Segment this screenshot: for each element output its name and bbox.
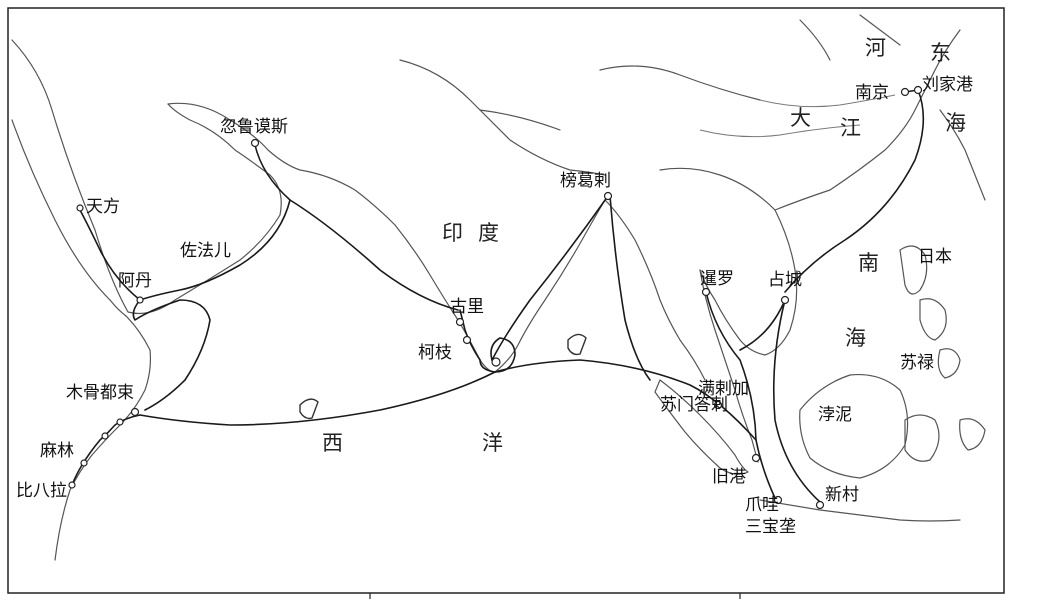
route-east-africa-coast [71, 414, 141, 486]
label-sumenda: 苏门答剌 [660, 395, 728, 415]
region-labels: 印 度 西 洋 南 海 大 江 东 海 河 浡泥 [322, 36, 966, 455]
route-malacca-java [755, 439, 776, 499]
region-dajiang-2: 江 [840, 116, 861, 140]
label-malin: 麻林 [40, 441, 74, 461]
ship-icon [299, 333, 587, 420]
label-liujiagang: 刘家港 [922, 75, 973, 95]
route-gulf [739, 299, 786, 351]
region-nanhai-1: 南 [858, 251, 879, 275]
route-china-coast [784, 89, 925, 293]
frame-ticks [369, 593, 741, 599]
label-adan: 阿丹 [118, 271, 152, 291]
label-zhancheng: 占城 [768, 270, 802, 290]
place-labels: 南京 刘家港 天方 忽鲁谟斯 佐法儿 阿丹 木骨都束 麻林 比八拉 古里 柯枝 … [16, 75, 973, 537]
label-xincun: 新村 [825, 485, 859, 505]
label-guli: 古里 [450, 297, 484, 317]
label-tianfang: 天方 [86, 197, 120, 217]
route-adan-tianfang [79, 209, 141, 301]
map-frame [7, 7, 1005, 594]
label-riben: 日本 [918, 247, 952, 267]
route-guli-hormuz [254, 144, 459, 311]
route-ceylon-mogadishu [139, 371, 496, 426]
label-sanbaolong: 三宝垄 [745, 517, 796, 537]
label-zuofaer: 佐法儿 [180, 241, 231, 261]
route-bengal-ceylon [491, 195, 609, 361]
route-bengal-sumatra [609, 195, 651, 381]
rivers [699, 94, 896, 138]
region-he: 河 [865, 36, 886, 60]
region-yindu-1: 印 [442, 221, 463, 245]
route-ceylon-guli [459, 309, 481, 361]
region-donghai-2: 海 [945, 111, 966, 135]
label-mugudushu: 木骨都束 [66, 383, 134, 403]
label-bibalan: 比八拉 [16, 481, 67, 501]
label-nanjing: 南京 [855, 83, 889, 103]
region-nanhai-2: 海 [845, 326, 866, 350]
route-xianluo-malacca [705, 291, 757, 441]
region-xiyang-1: 西 [322, 431, 343, 455]
port-markers [68, 85, 923, 510]
region-xiyang-2: 洋 [482, 431, 503, 455]
route-adan-mogadishu [132, 299, 211, 411]
label-mantela: 满剌加 [698, 379, 749, 399]
coastlines [11, 14, 986, 561]
route-ceylon-loop [479, 337, 516, 373]
label-zhaowa: 爪哇 [745, 495, 779, 515]
region-donghai-1: 东 [930, 41, 951, 65]
region-yindu-2: 度 [478, 221, 499, 245]
label-jiugang: 旧港 [712, 467, 746, 487]
label-huluomosi: 忽鲁谟斯 [220, 117, 288, 137]
label-kezhi: 柯枝 [418, 343, 452, 363]
region-dajiang-1: 大 [790, 106, 811, 130]
label-sulu: 苏禄 [900, 353, 934, 373]
label-banggela: 榜葛剌 [560, 171, 611, 191]
voyage-routes [71, 89, 925, 503]
route-zhancheng-java [772, 299, 821, 503]
route-hormuz-adan [139, 199, 291, 301]
region-zhuanluo: 浡泥 [818, 405, 852, 425]
label-xianluo: 暹罗 [700, 269, 734, 289]
